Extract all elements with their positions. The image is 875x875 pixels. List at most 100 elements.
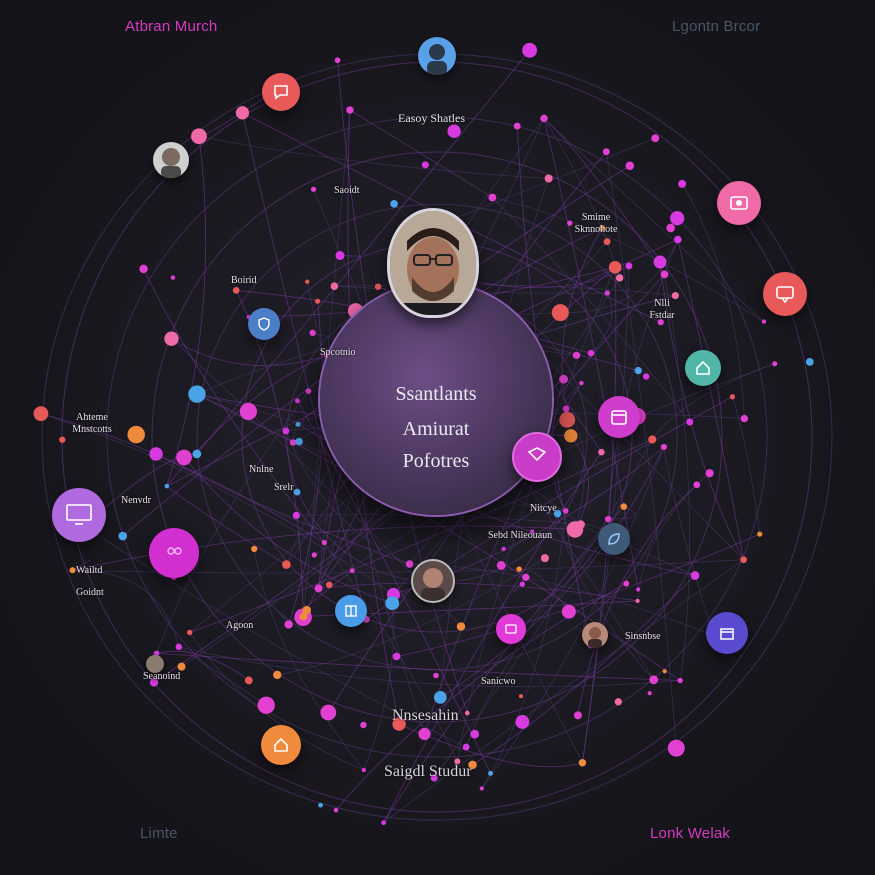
network-dot [671,291,679,300]
corner-title-bottom-right: Lonk Welak [650,825,731,842]
label-bottom-center-a: Nnsesahin [392,707,459,724]
network-dot [454,758,461,765]
network-dot [346,106,354,114]
network-dot [392,652,401,661]
label-left-mid-a: Boirid [231,275,257,286]
network-dot [309,329,316,337]
label-top-center: Easoy Shatles [398,111,465,125]
avatar-top[interactable] [418,37,456,75]
network-dot [634,366,642,375]
home-node-bottom[interactable] [261,725,301,765]
calendar-node[interactable] [598,396,640,438]
photo-node[interactable] [717,181,761,225]
avatar-upper-left[interactable] [153,142,189,178]
network-dot [544,174,553,183]
network-dot [139,264,148,274]
network-dot [257,696,275,714]
link-line [570,435,589,530]
network-dot [673,235,682,244]
network-dot [729,394,735,400]
link-line [424,382,582,735]
link-line [543,118,639,590]
network-dot [177,662,186,671]
network-dot [567,220,573,226]
network-dot [293,488,301,496]
chat-bubble-icon [527,447,547,462]
network-dot [127,425,145,444]
monitor-node[interactable] [52,488,106,542]
network-dot [578,758,587,767]
network-dot [405,560,414,568]
network-dot [318,802,323,808]
book-node[interactable] [335,595,367,627]
group-icon [167,547,182,555]
network-dot [705,469,714,478]
network-dot [235,106,250,120]
network-dot [666,223,675,233]
network-dot [625,262,633,270]
link-line [335,583,627,811]
leaf-icon [608,533,620,545]
network-dot [170,275,176,280]
message-node[interactable] [763,272,807,316]
network-dot [642,373,650,380]
network-dot [251,545,258,553]
network-dot [232,286,240,294]
network-dot [615,274,624,282]
link-line [383,506,625,823]
network-dot [608,260,622,274]
link-line [481,510,567,789]
network-dot [690,571,700,580]
link-line [178,646,681,688]
home-icon [274,737,288,752]
network-dot [311,552,317,558]
network-dot [599,225,606,232]
home-node[interactable] [685,350,721,386]
network-dot [433,672,439,679]
network-dot [761,319,767,324]
network-dot [566,521,584,538]
network-dot [292,511,300,519]
building-node[interactable] [706,612,748,654]
link-line [196,50,530,455]
network-dot [349,568,355,574]
network-dot [660,270,669,279]
network-dot [579,380,584,386]
network-dot [468,760,477,770]
central-person-avatar[interactable] [387,208,479,318]
network-dot [562,405,570,413]
network-dot [587,349,595,357]
network-dot [649,675,659,685]
image-node[interactable] [496,614,526,644]
network-dot [686,418,694,426]
home-icon [696,360,710,375]
central-hub[interactable]: Ssantlants Amiurat Pofotres [320,283,552,515]
avatar-lower-right[interactable] [582,622,608,648]
avatar-lower-center[interactable] [411,559,455,603]
network-dot [540,114,548,123]
link-line [156,650,250,681]
network-dot [488,193,497,202]
network-dot [118,531,128,541]
link-line [677,239,744,560]
link-line [339,255,360,257]
chat-bubble-node[interactable] [262,73,300,111]
avatar-far-lower-left[interactable] [146,655,164,673]
link-line [349,109,493,198]
network-dot [623,580,630,587]
network-dot [740,556,747,564]
chat-bubble-node-2[interactable] [512,432,562,482]
network-dot [635,587,641,592]
network-dot [273,670,282,680]
network-dot [604,290,610,296]
link-line [472,575,696,766]
shield-node[interactable] [248,308,280,340]
group-node[interactable] [149,528,199,578]
network-dot [662,669,667,674]
leaf-node[interactable] [598,523,630,555]
link-line [143,268,325,543]
label-left-bottom-a: Wailtd [76,565,103,576]
network-dot [667,739,685,757]
network-dot [164,331,179,346]
